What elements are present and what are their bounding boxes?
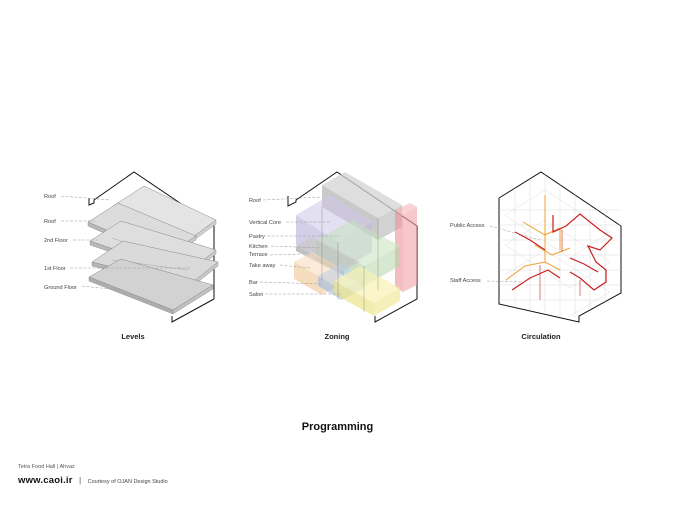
zoning-label-terrace: Terrace bbox=[249, 252, 268, 258]
zoning-leaders bbox=[259, 196, 340, 295]
footer-credit: www.caoi.ir | Courtesy of OJAN Design St… bbox=[18, 475, 168, 486]
project-credit: Tetra Food Hall | Ahvaz bbox=[18, 464, 75, 470]
circulation-caption: Circulation bbox=[521, 332, 561, 341]
zoning-label-vertical-core: Vertical Core bbox=[249, 220, 281, 226]
zoning-caption: Zoning bbox=[325, 332, 350, 341]
levels-label-2nd-floor: 2nd Floor bbox=[44, 238, 68, 244]
courtesy-text: Courtesy of OJAN Design Studio bbox=[87, 479, 168, 485]
circulation-label-staff-access: Staff Access bbox=[450, 278, 481, 284]
zoning-label-bar: Bar bbox=[249, 280, 258, 286]
zoning-outline bbox=[287, 171, 418, 323]
public-access-paths bbox=[505, 195, 571, 281]
zoning-wireframe bbox=[321, 207, 379, 312]
levels-outline-back bbox=[88, 171, 215, 299]
staff-access-paths bbox=[511, 213, 613, 291]
site-link[interactable]: www.caoi.ir bbox=[18, 475, 73, 486]
circulation-leaders bbox=[486, 225, 541, 283]
levels-diagram: Roof Roof 2nd Floor 1st Floor Ground Flo… bbox=[44, 171, 219, 341]
levels-label-ground-floor: Ground Floor bbox=[44, 285, 77, 291]
zoning-diagram: Roof Vertical Core Pastry Kitchen Terrac… bbox=[249, 171, 418, 341]
page-title: Programming bbox=[301, 421, 374, 433]
zoning-label-take-away: Take away bbox=[249, 263, 276, 269]
levels-label-roof: Roof bbox=[44, 219, 56, 225]
levels-label-roof-top: Roof bbox=[44, 194, 56, 200]
zoning-label-kitchen: Kitchen bbox=[249, 244, 268, 250]
slab-ground-floor bbox=[88, 258, 214, 315]
circulation-diagram: Public Access Staff Access Circulation bbox=[450, 171, 622, 341]
circulation-label-public-access: Public Access bbox=[450, 223, 485, 229]
zoning-label-roof: Roof bbox=[249, 198, 261, 204]
footer-separator: | bbox=[79, 475, 82, 485]
staff-access-drops bbox=[539, 230, 581, 300]
zoning-label-pastry: Pastry bbox=[249, 234, 265, 240]
zoning-label-salon: Salon bbox=[249, 292, 263, 298]
levels-label-1st-floor: 1st Floor bbox=[44, 266, 66, 272]
levels-leaders bbox=[60, 195, 190, 291]
circulation-outline bbox=[498, 171, 622, 323]
levels-outline-front bbox=[171, 298, 215, 323]
levels-caption: Levels bbox=[121, 332, 144, 341]
